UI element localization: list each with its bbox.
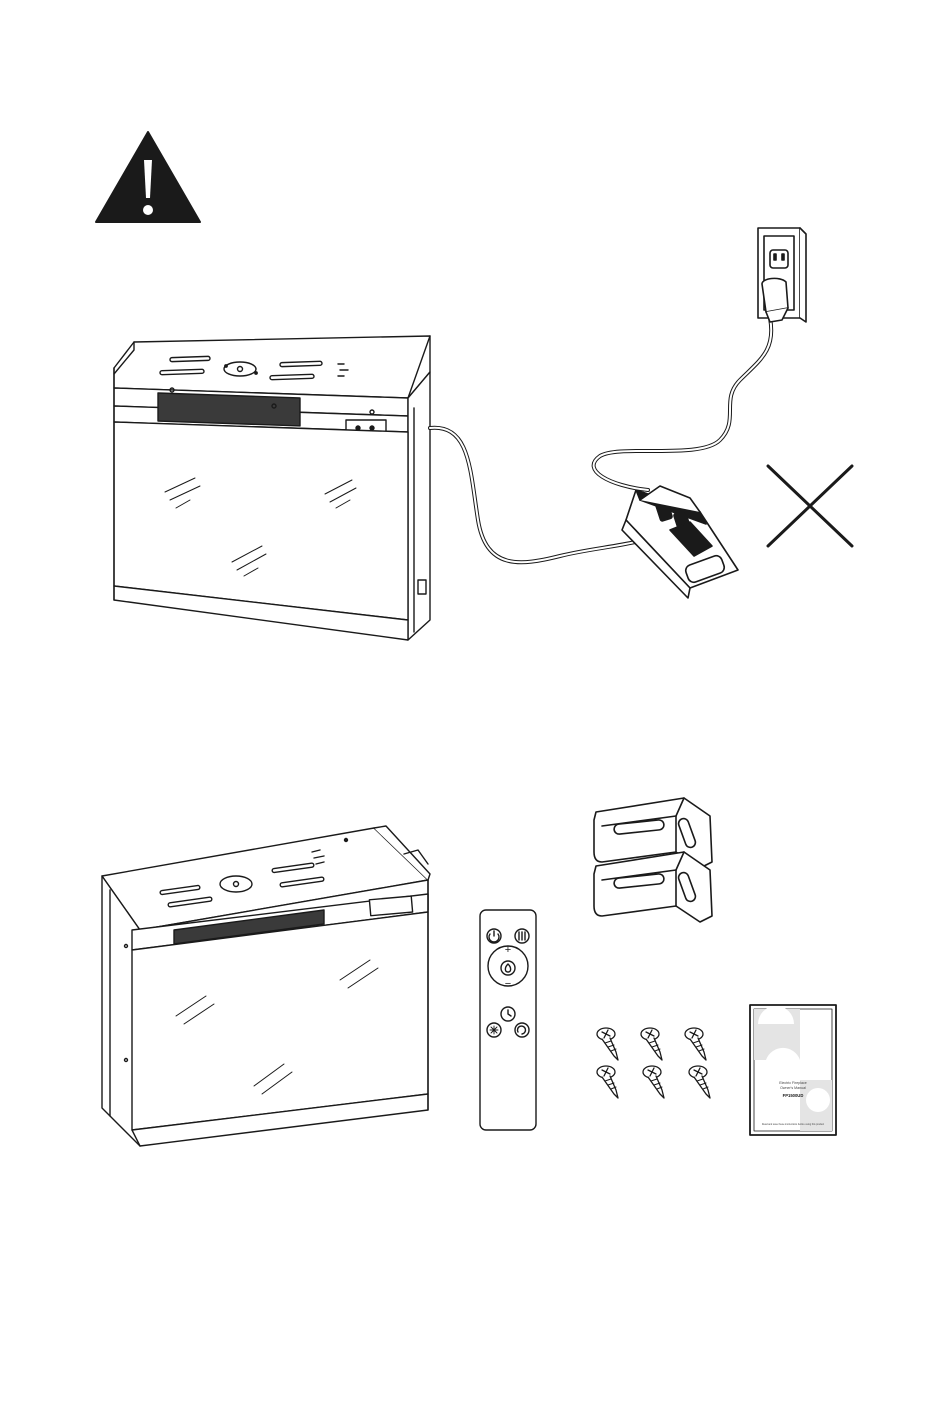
control-panel [369, 896, 412, 916]
manual-line2: Owner's Manual [780, 1086, 806, 1090]
remote-minus-label: − [505, 978, 511, 990]
remote-plus-label: + [505, 944, 511, 956]
owners-manual [750, 1005, 836, 1135]
power-strip [622, 486, 738, 598]
screw-icon [689, 1066, 710, 1098]
strip-cord [594, 318, 772, 490]
glass-panel [114, 422, 408, 620]
manual-footer: Read and save these instructions before … [762, 1123, 825, 1126]
manual-model: FP1500UD [783, 1093, 804, 1098]
mounting-bracket [594, 852, 712, 922]
remote-control [480, 910, 536, 1130]
heater-grille [158, 393, 300, 426]
fireplace-unit-top [114, 336, 430, 640]
screw-icon [641, 1028, 662, 1060]
screw-icon [685, 1028, 706, 1060]
screw-icon [597, 1028, 618, 1060]
screw-set [597, 1028, 710, 1098]
cross-mark-icon [768, 466, 852, 546]
manual-line1: Electric Fireplace [779, 1081, 807, 1085]
wall-outlet-icon [758, 228, 806, 322]
fireplace-unit-bottom [102, 826, 430, 1146]
screw-icon [643, 1066, 664, 1098]
screw-icon [597, 1066, 618, 1098]
glass-panel [132, 912, 428, 1130]
warning-triangle-icon [96, 132, 200, 222]
fireplace-top-panel [114, 336, 430, 398]
